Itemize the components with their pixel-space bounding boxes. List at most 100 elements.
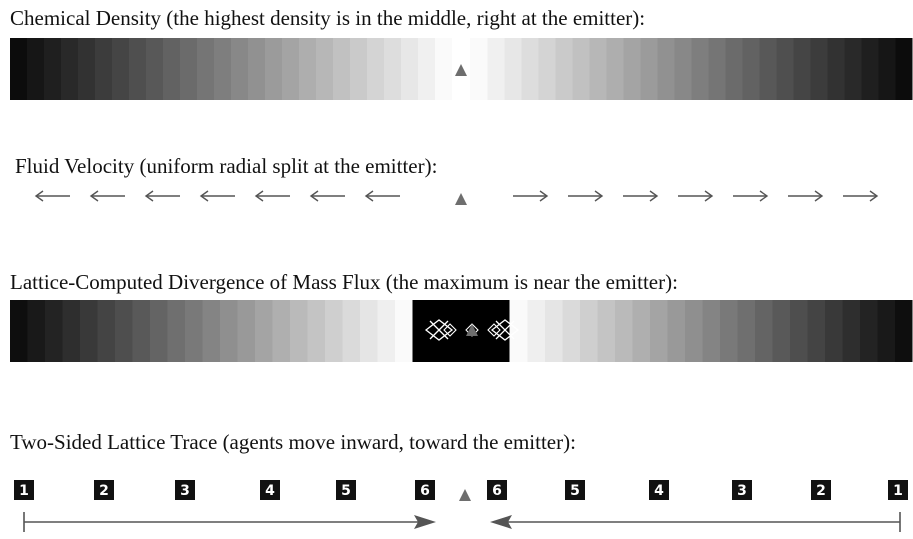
left-arrow-icon — [199, 190, 235, 202]
divergence-cell — [342, 300, 361, 362]
divergence-cell — [859, 300, 878, 362]
divergence-cell — [132, 300, 151, 362]
density-cell — [316, 38, 334, 100]
step-label-badge: 6 — [487, 480, 507, 500]
density-cell — [657, 38, 675, 100]
step-label-text: 2 — [816, 483, 826, 499]
divergence-cell — [737, 300, 755, 362]
density-cell — [265, 38, 283, 100]
density-cell — [214, 38, 232, 100]
left-arrow-icon — [144, 190, 180, 202]
divergence-cell — [649, 300, 668, 362]
density-cell — [384, 38, 402, 100]
divergence-cell — [237, 300, 256, 362]
density-cell — [367, 38, 385, 100]
right-arrow-icon — [843, 190, 879, 202]
cross-marker-icon — [490, 319, 520, 341]
divergence-cell — [325, 300, 343, 362]
density-cell — [640, 38, 658, 100]
density-cell — [44, 38, 62, 100]
divergence-cell — [614, 300, 633, 362]
step-label-badge: 4 — [260, 480, 280, 500]
divergence-caption: Lattice-Computed Divergence of Mass Flux… — [10, 270, 678, 294]
step-label-text: 5 — [341, 483, 351, 499]
density-cell — [742, 38, 760, 100]
divergence-cell — [719, 300, 738, 362]
divergence-cell — [667, 300, 685, 362]
density-cell — [350, 38, 368, 100]
divergence-cell — [509, 300, 528, 362]
density-cell — [674, 38, 692, 100]
velocity-arrows-graphic — [34, 190, 879, 205]
right-arrow-icon — [623, 190, 659, 202]
divergence-cell — [632, 300, 650, 362]
divergence-cell — [97, 300, 116, 362]
step-label-text: 4 — [654, 483, 664, 499]
density-caption: Chemical Density (the highest density is… — [10, 6, 646, 30]
density-cell — [470, 38, 488, 100]
density-cell — [248, 38, 266, 100]
density-cell — [401, 38, 419, 100]
density-cell — [776, 38, 794, 100]
right-arrow-icon — [733, 190, 769, 202]
density-cell — [95, 38, 113, 100]
density-cell — [163, 38, 181, 100]
divergence-gradient-graphic — [10, 300, 913, 362]
inward-arrow-right — [490, 512, 901, 532]
step-label-badge: 4 — [649, 480, 669, 500]
density-cell — [418, 38, 436, 100]
divergence-cell — [45, 300, 63, 362]
divergence-cell — [395, 300, 413, 362]
divergence-cell — [807, 300, 825, 362]
density-cell — [197, 38, 215, 100]
density-cell — [827, 38, 845, 100]
cross-marker-icon — [424, 319, 454, 341]
step-label-badge: 6 — [415, 480, 435, 500]
divergence-cell — [167, 300, 186, 362]
density-cell — [708, 38, 726, 100]
left-arrow-icon — [89, 190, 125, 202]
density-cell — [810, 38, 828, 100]
density-strip — [10, 38, 913, 100]
step-label-text: 6 — [492, 483, 502, 499]
diamond-marker-icon — [443, 323, 457, 337]
density-cell — [78, 38, 96, 100]
divergence-cell — [789, 300, 808, 362]
density-cell — [112, 38, 130, 100]
step-label-badge: 3 — [175, 480, 195, 500]
step-label-badge: 5 — [565, 480, 585, 500]
step-label-badge: 2 — [811, 480, 831, 500]
density-gradient-graphic — [10, 38, 913, 100]
density-cell — [299, 38, 317, 100]
divergence-cell — [255, 300, 273, 362]
step-label-text: 6 — [420, 483, 430, 499]
divergence-cell — [360, 300, 378, 362]
divergence-cell — [754, 300, 773, 362]
divergence-strip — [10, 300, 913, 362]
density-cell — [10, 38, 28, 100]
divergence-cell — [597, 300, 615, 362]
inward-arrow-left — [23, 512, 436, 532]
triangle-emitter-icon — [455, 64, 467, 76]
density-cell — [435, 38, 453, 100]
step-label-text: 1 — [893, 483, 903, 499]
divergence-cell — [150, 300, 168, 362]
divergence-cell — [185, 300, 203, 362]
left-arrow-icon — [364, 190, 400, 202]
density-cell — [725, 38, 743, 100]
step-label-badge: 5 — [336, 480, 356, 500]
divergence-cell — [80, 300, 98, 362]
divergence-cell — [579, 300, 598, 362]
step-label-text: 3 — [737, 483, 747, 499]
right-arrow-icon — [513, 190, 549, 202]
divergence-cell — [527, 300, 545, 362]
triangle-emitter-icon — [466, 324, 478, 336]
velocity-arrows — [10, 182, 912, 212]
divergence-cell — [772, 300, 790, 362]
divergence-cell — [10, 300, 28, 362]
density-cell — [878, 38, 896, 100]
density-cell — [231, 38, 249, 100]
right-arrow-icon — [678, 190, 714, 202]
